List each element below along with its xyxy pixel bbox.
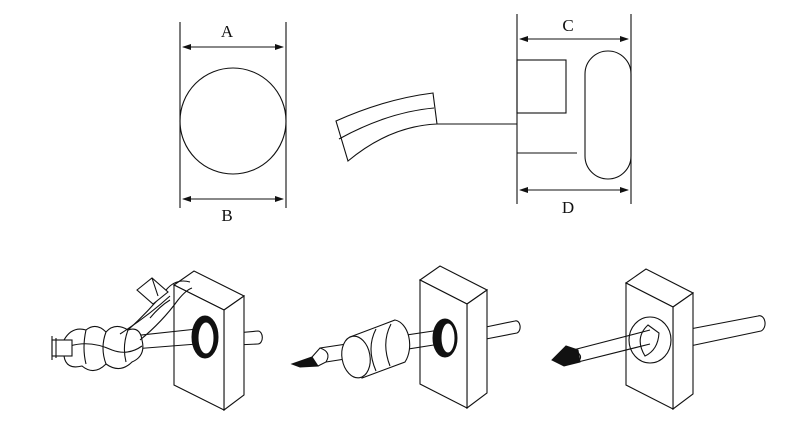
sleeve-band-1	[370, 328, 377, 372]
strand-upper-4	[149, 299, 171, 319]
knot-wrap-3	[123, 329, 129, 363]
step-3-drill-through-plate	[551, 268, 766, 411]
flap-crease	[151, 277, 159, 297]
circle-dimension-diagram: A B	[179, 22, 287, 225]
rod-pointed-tip	[290, 356, 319, 368]
square-capsule-dimension-diagram: C D	[437, 14, 632, 217]
hole-ring-inner-2	[440, 322, 456, 354]
plate-side-face-3	[672, 291, 694, 411]
sleeve-front-face	[341, 335, 371, 379]
drill-bottom-edge	[577, 343, 651, 363]
curved-wedge-shape	[335, 92, 438, 162]
label-a: A	[221, 22, 234, 41]
plate-side-face	[223, 294, 245, 412]
label-b: B	[221, 206, 232, 225]
label-d: D	[562, 198, 574, 217]
step-2-sleeve-rod-through-plate	[290, 265, 521, 410]
drill-tip-bevel	[572, 349, 582, 363]
square-shape	[516, 59, 567, 114]
plate-side-face-2	[466, 288, 488, 410]
rod-tip-bevel	[311, 347, 329, 367]
knot-strand	[69, 343, 143, 353]
knot-wrap-1	[83, 329, 87, 365]
strand-upper-2	[119, 295, 171, 335]
knot-wrap-2	[102, 331, 107, 365]
step-1-knotted-rod-through-plate	[51, 270, 263, 412]
hole-outline-3	[628, 316, 672, 364]
drill-tip	[551, 345, 581, 367]
rod-exit-end	[235, 330, 263, 346]
circle-cross-section	[179, 67, 287, 175]
drill-top-edge	[572, 329, 651, 351]
capsule-shape	[584, 50, 632, 180]
wedge-outline	[335, 92, 438, 162]
rope-cut-end	[51, 339, 73, 357]
strand-upper-3	[139, 287, 193, 341]
rod-exit-end-3	[689, 315, 766, 347]
hole-ring-inner	[197, 321, 215, 355]
sleeve-band-2	[385, 323, 392, 367]
folded-flap	[136, 277, 169, 305]
label-c: C	[562, 16, 573, 35]
hole-cut-flap	[639, 324, 660, 357]
wedge-inner-curve	[338, 107, 435, 140]
rod-exit-end-2	[485, 320, 521, 340]
